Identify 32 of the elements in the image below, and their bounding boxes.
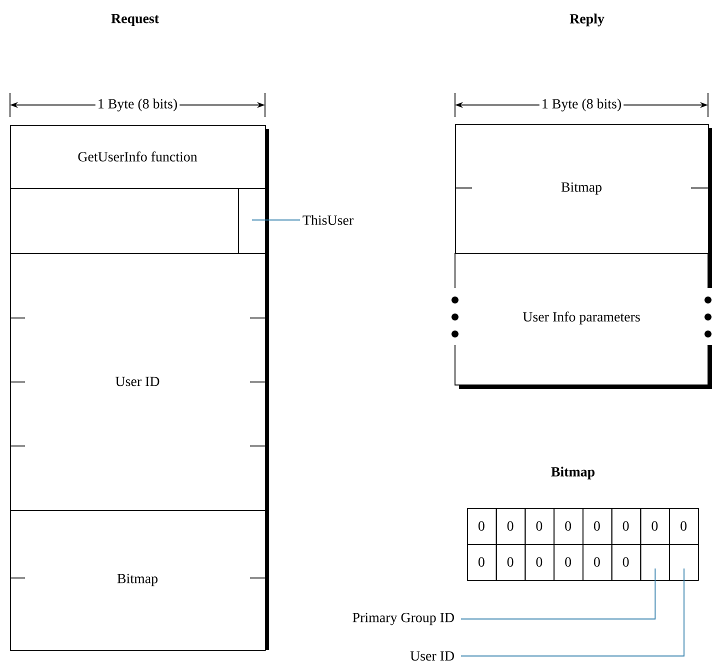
bit-cell: 0	[554, 544, 584, 581]
field-box: User Info parameters	[454, 252, 708, 386]
heading: Reply	[570, 14, 604, 26]
bit-cell: 0	[467, 508, 497, 545]
heading: Request	[111, 14, 159, 26]
dimension-label: 1 Byte (8 bits)	[95, 96, 180, 114]
leader-line	[460, 568, 684, 656]
bit-cell: 0	[524, 544, 555, 581]
bit-cell	[640, 544, 670, 581]
bit-cell: 0	[496, 508, 526, 545]
bit-cell	[238, 188, 266, 254]
bit-cell: 0	[524, 508, 555, 545]
bit-cell: 0	[669, 508, 699, 545]
callout-label: User ID	[410, 651, 454, 661]
bit-cell: 0	[582, 508, 612, 545]
dimension-label: 1 Byte (8 bits)	[539, 96, 624, 114]
field-box: Bitmap	[455, 124, 709, 254]
callout-label: ThisUser	[302, 215, 354, 225]
bit-cell: 0	[611, 508, 642, 545]
bit-cell: 0	[496, 544, 526, 581]
bit-cell	[669, 544, 699, 581]
bit-cell: 0	[611, 544, 642, 581]
field-box: GetUserInfo function	[10, 125, 266, 189]
bit-cell: 0	[640, 508, 670, 545]
bit-cell: 0	[467, 544, 497, 581]
field-box: Bitmap	[10, 510, 266, 651]
heading: Bitmap	[551, 466, 595, 480]
bit-cell: 0	[554, 508, 584, 545]
callout-label: Primary Group ID	[352, 612, 454, 626]
leader-line	[460, 568, 656, 620]
bit-cell: 0	[582, 544, 612, 581]
field-box: User ID	[10, 253, 266, 511]
